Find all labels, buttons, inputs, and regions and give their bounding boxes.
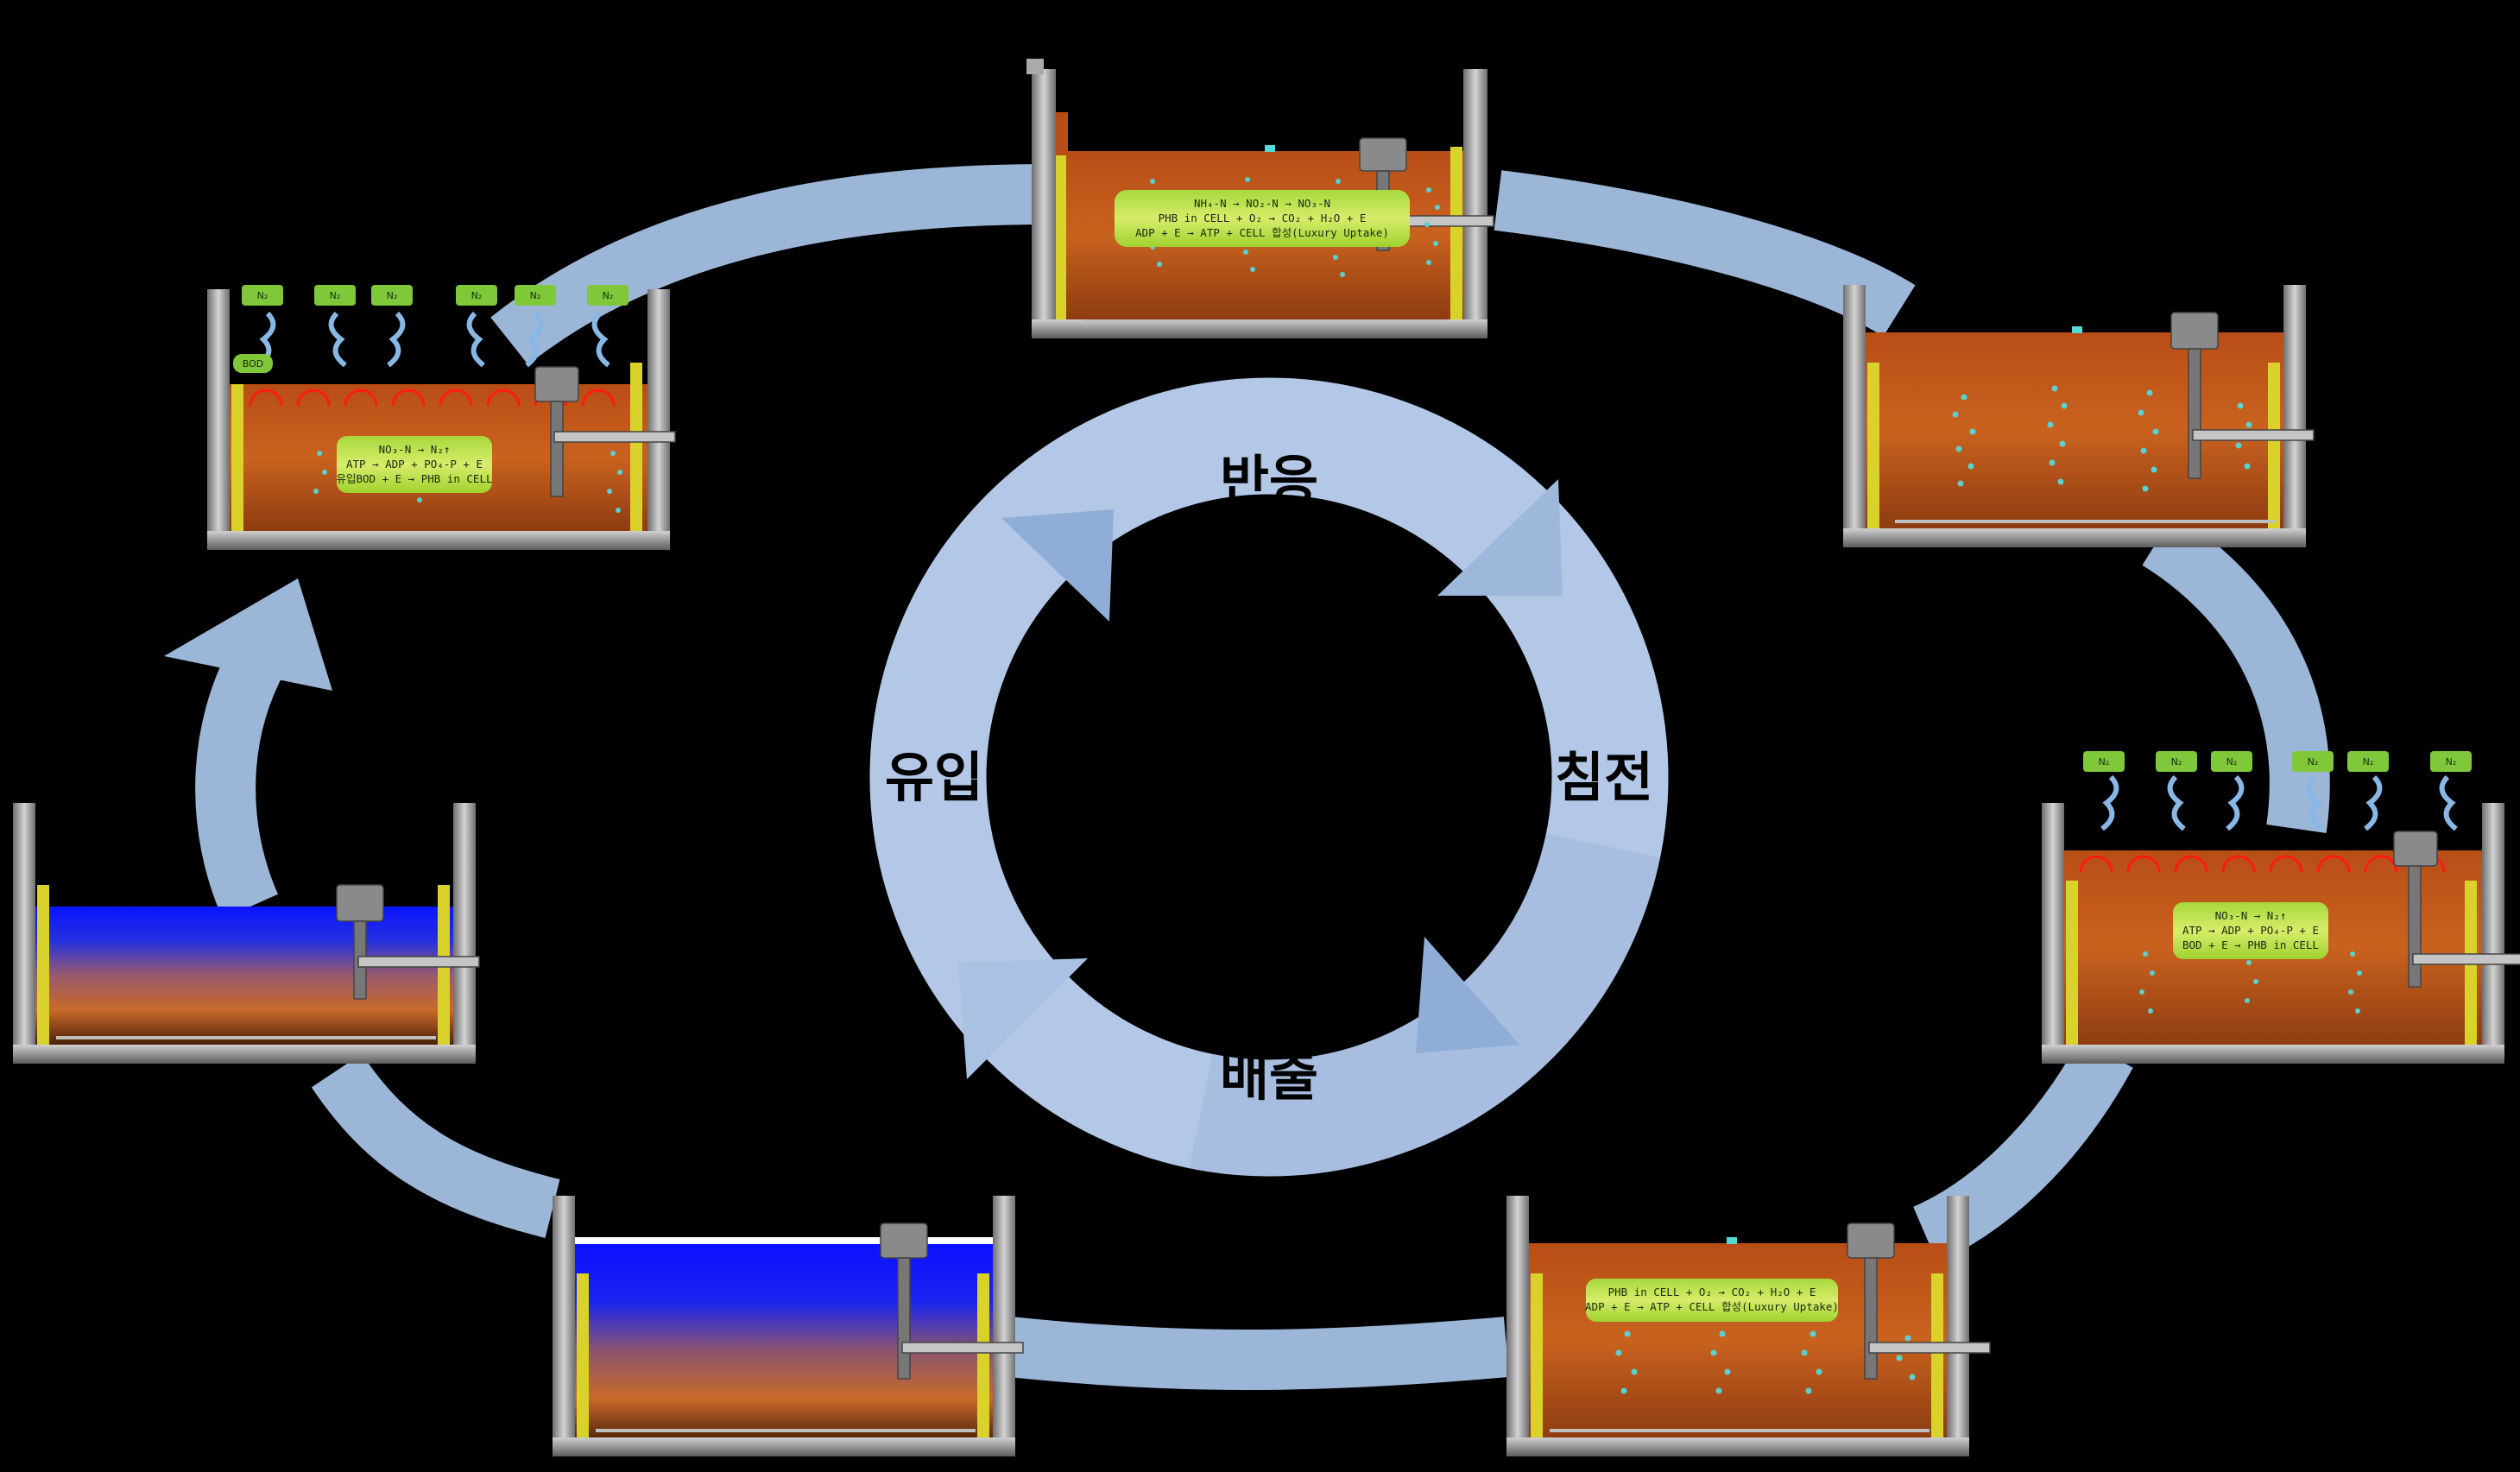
bod-tag: BOD — [233, 354, 273, 373]
flow-arrowhead — [164, 578, 332, 691]
decanter — [534, 366, 676, 497]
cycle-arrowhead-4 — [1001, 509, 1114, 622]
svg-text:N₂: N₂ — [330, 290, 341, 301]
svg-text:N₂: N₂ — [387, 290, 398, 301]
equation-box: NH₄-N → NO₂-N → NO₃-N PHB in CELL + O₂ →… — [1115, 190, 1410, 247]
decanter — [880, 1222, 1024, 1380]
flow-arc-top-to-upperright — [1494, 170, 1916, 337]
svg-text:N₂: N₂ — [2363, 756, 2374, 768]
flow-arc-left-up — [195, 641, 286, 919]
equation-box: NO₃-N → N₂↑ ATP → ADP + PO₄-P + E 유입BOD … — [336, 436, 493, 493]
equation-line: ADP + E → ATP + CELL 합성(Luxury Uptake) — [1585, 1300, 1839, 1313]
svg-text:N₂: N₂ — [530, 290, 541, 301]
tank-mid-right-anoxic: N₂ N₂ N₂ N₂ N₂ N₂ — [2042, 751, 2520, 1064]
cycle-arrowhead-2 — [1416, 937, 1519, 1053]
tank-upper-left-anoxic: N₂ N₂ N₂ N₂ N₂ N₂ BOD — [207, 285, 676, 550]
equation-line: 유입BOD + E → PHB in CELL — [336, 472, 492, 485]
flow-arc-upperleft-to-top — [490, 164, 1050, 365]
svg-text:N₂: N₂ — [471, 290, 483, 301]
phase-label-settling: 침전 — [1555, 746, 1653, 809]
svg-text:N₂: N₂ — [2226, 756, 2238, 768]
equation-line: NO₃-N → N₂↑ — [379, 443, 451, 456]
svg-text:N₂: N₂ — [2171, 756, 2182, 768]
svg-text:N₂: N₂ — [257, 290, 268, 301]
flow-arc-bottom-to-left — [311, 1053, 560, 1238]
diffuser-bubbles — [1952, 385, 2252, 492]
n2-gas-tags: N₂ N₂ N₂ N₂ N₂ N₂ — [2083, 751, 2472, 772]
equation-box: PHB in CELL + O₂ → CO₂ + H₂O + E ADP + E… — [1585, 1279, 1839, 1322]
equation-line: ATP → ADP + PO₄-P + E — [346, 458, 483, 471]
diffuser-bubbles — [1615, 1330, 1916, 1394]
svg-text:N₂: N₂ — [2446, 756, 2457, 768]
diffuser-bubbles — [313, 451, 622, 513]
flow-arc-bottomright-to-bottom — [1007, 1317, 1510, 1390]
phase-label-reaction: 반응 — [1220, 449, 1318, 512]
phase-label-discharge: 배출 — [1220, 1045, 1318, 1108]
svg-text:BOD: BOD — [243, 358, 263, 370]
equation-box: NO₃-N → N₂↑ ATP → ADP + PO₄-P + E BOD + … — [2173, 902, 2328, 959]
tank-upper-right-aerobic — [1843, 285, 2315, 547]
tank-bottom-right-aerobic: PHB in CELL + O₂ → CO₂ + H₂O + E ADP + E… — [1506, 1196, 1991, 1456]
equation-line: NH₄-N → NO₂-N → NO₃-N — [1194, 197, 1330, 210]
cycle-arrowhead-3 — [958, 958, 1088, 1079]
equation-line: NO₃-N → N₂↑ — [2215, 909, 2287, 922]
n2-gas-tags: N₂ N₂ N₂ N₂ N₂ N₂ — [242, 285, 628, 306]
outer-flow-path — [195, 164, 2330, 1390]
equation-line: ADP + E → ATP + CELL 합성(Luxury Uptake) — [1135, 226, 1389, 239]
decanter — [2170, 312, 2315, 479]
tank-bottom-settling — [553, 1196, 1024, 1456]
decanter — [1847, 1222, 1991, 1380]
equation-line: BOD + E → PHB in CELL — [2182, 938, 2319, 951]
phase-label-inflow: 유입 — [885, 746, 983, 809]
flow-arc-upperright-to-midright — [2142, 514, 2330, 833]
inner-cycle: 반응 침전 배출 유입 — [869, 377, 1669, 1177]
diffuser-bubbles — [2139, 951, 2362, 1014]
tank-top-aerobic: NH₄-N → NO₂-N → NO₃-N PHB in CELL + O₂ →… — [1026, 59, 1494, 338]
equation-line: PHB in CELL + O₂ → CO₂ + H₂O + E — [1608, 1286, 1816, 1298]
equation-line: PHB in CELL + O₂ → CO₂ + H₂O + E — [1159, 212, 1367, 224]
decanter — [336, 884, 480, 1000]
decanter — [2393, 831, 2520, 988]
mixer-arcs — [249, 389, 616, 407]
svg-text:N₂: N₂ — [2308, 756, 2319, 768]
svg-text:N₂: N₂ — [603, 290, 614, 301]
tank-left-filled — [13, 803, 480, 1064]
cycle-arrowhead-1 — [1437, 479, 1563, 596]
equation-line: ATP → ADP + PO₄-P + E — [2182, 924, 2319, 937]
svg-text:N₂: N₂ — [2099, 756, 2110, 768]
